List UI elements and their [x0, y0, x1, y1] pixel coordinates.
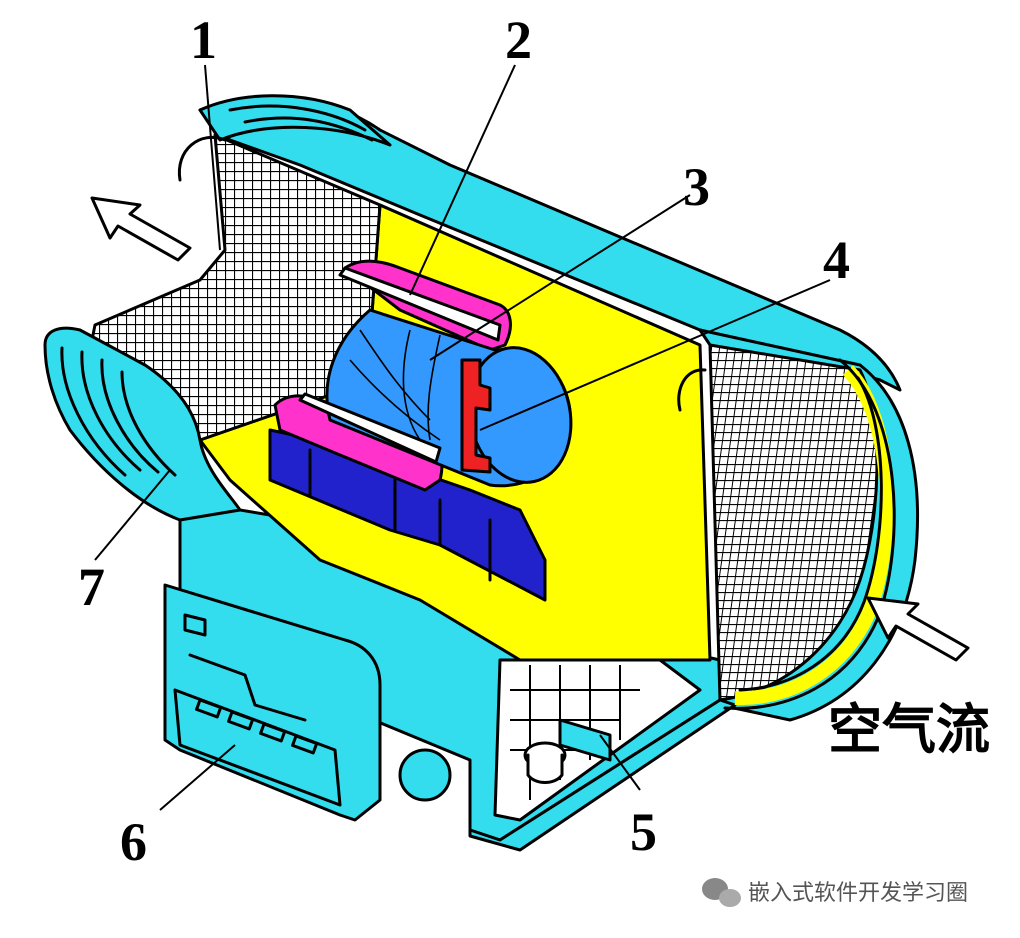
top-flange [198, 94, 392, 147]
outlet-flange [43, 326, 242, 522]
watermark: 嵌入式软件开发学习圈 [702, 878, 968, 907]
inlet-arrow [866, 596, 970, 662]
outlet-arrow [90, 196, 192, 262]
callout-3: 3 [683, 157, 710, 217]
bottom-bracket [493, 658, 702, 822]
sensor-assembly [268, 259, 573, 602]
callout-2: 2 [505, 10, 532, 70]
wechat-icon [702, 878, 741, 907]
electrical-connector [163, 583, 452, 822]
callout-5: 5 [630, 802, 657, 862]
airflow-label: 空气流 [828, 698, 990, 761]
watermark-text: 嵌入式软件开发学习圈 [748, 881, 968, 906]
callout-1: 1 [190, 10, 217, 70]
hot-wire-element [460, 358, 492, 474]
callout-7: 7 [78, 557, 105, 617]
leader-lines [94, 64, 831, 811]
callout-4: 4 [823, 230, 850, 290]
callout-6: 6 [120, 812, 147, 872]
